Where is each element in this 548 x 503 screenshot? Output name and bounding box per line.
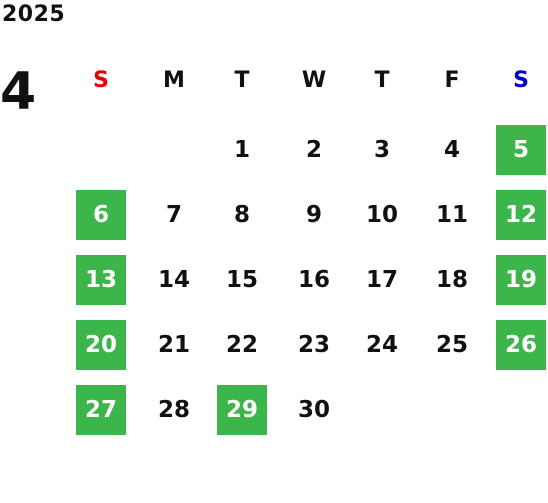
- day-16[interactable]: 16: [297, 267, 330, 293]
- day-8[interactable]: 8: [233, 202, 250, 228]
- day-23[interactable]: 23: [297, 332, 330, 358]
- day-14[interactable]: 14: [157, 267, 190, 293]
- day-3[interactable]: 3: [373, 137, 390, 163]
- year-label: 2025: [2, 2, 66, 27]
- day-12[interactable]: 12: [496, 190, 546, 240]
- weekday-sun: S: [93, 68, 109, 93]
- weekday-tue: T: [234, 68, 250, 93]
- weekday-wed: W: [301, 68, 327, 93]
- day-13[interactable]: 13: [76, 255, 126, 305]
- day-25[interactable]: 25: [435, 332, 468, 358]
- day-2[interactable]: 2: [305, 137, 322, 163]
- day-30[interactable]: 30: [297, 397, 330, 423]
- day-18[interactable]: 18: [435, 267, 468, 293]
- day-4[interactable]: 4: [443, 137, 460, 163]
- day-1[interactable]: 1: [233, 137, 250, 163]
- day-26[interactable]: 26: [496, 320, 546, 370]
- day-6[interactable]: 6: [76, 190, 126, 240]
- day-10[interactable]: 10: [365, 202, 398, 228]
- weekday-sat: S: [513, 68, 529, 93]
- day-28[interactable]: 28: [157, 397, 190, 423]
- day-5[interactable]: 5: [496, 125, 546, 175]
- day-17[interactable]: 17: [365, 267, 398, 293]
- day-29[interactable]: 29: [217, 385, 267, 435]
- weekday-mon: M: [163, 68, 185, 93]
- day-9[interactable]: 9: [305, 202, 322, 228]
- weekday-thu: T: [374, 68, 390, 93]
- day-7[interactable]: 7: [165, 202, 182, 228]
- day-20[interactable]: 20: [76, 320, 126, 370]
- month-number: 4: [0, 62, 37, 122]
- day-19[interactable]: 19: [496, 255, 546, 305]
- day-11[interactable]: 11: [435, 202, 468, 228]
- day-21[interactable]: 21: [157, 332, 190, 358]
- day-15[interactable]: 15: [225, 267, 258, 293]
- day-24[interactable]: 24: [365, 332, 398, 358]
- day-27[interactable]: 27: [76, 385, 126, 435]
- day-22[interactable]: 22: [225, 332, 258, 358]
- weekday-fri: F: [444, 68, 460, 93]
